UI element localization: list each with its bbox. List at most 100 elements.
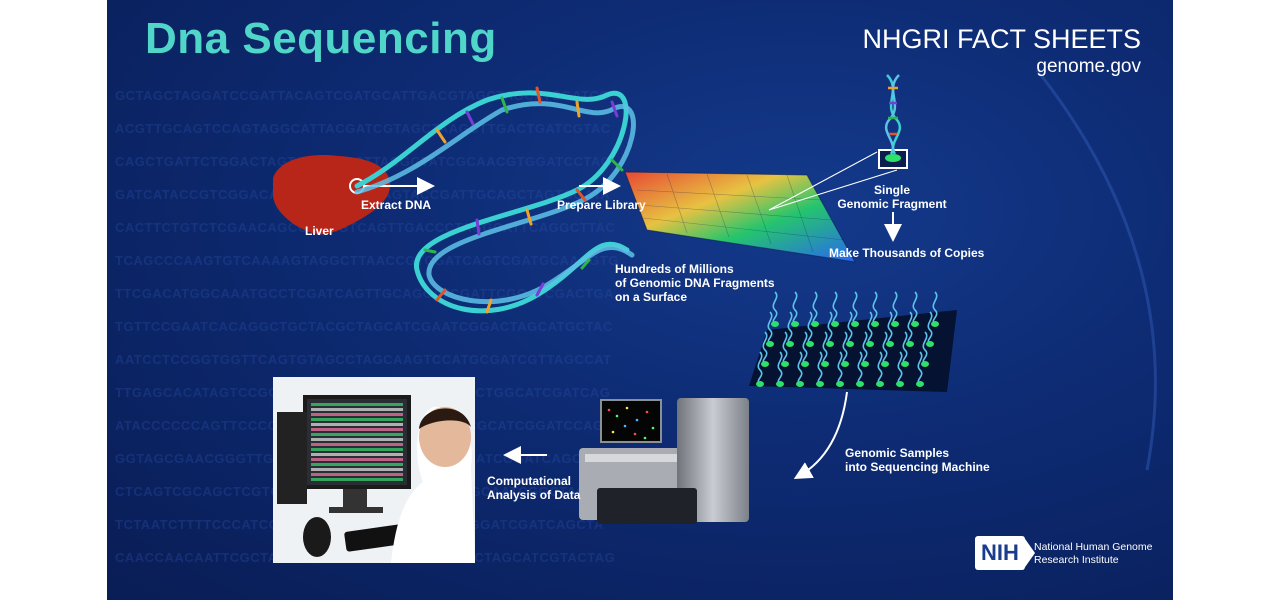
cluster-strand <box>782 331 788 365</box>
cluster-strand <box>817 351 823 385</box>
screen-row <box>311 443 403 446</box>
screen-row <box>311 463 403 466</box>
cluster-bead <box>886 341 894 347</box>
cluster-strand <box>912 291 918 325</box>
cluster-bead <box>841 361 849 367</box>
cluster-bead <box>776 381 784 387</box>
cluster-strand <box>877 351 883 385</box>
cluster-bead <box>921 361 929 367</box>
cluster-bead <box>791 321 799 327</box>
cluster-bead <box>851 321 859 327</box>
label-genomic-samples: Genomic Samples into Sequencing Machine <box>845 446 990 474</box>
cluster-bead <box>901 361 909 367</box>
cluster-bead <box>761 361 769 367</box>
background-sequence-line: AATCCTCCGGTGGTTCAGTGTAGCCTAGCAAGTCCATGCG… <box>115 352 612 367</box>
cluster-strand <box>922 331 928 365</box>
background-sequence-line: TGTTCCGAATCACAGGCTGCTACGCTAGCATCGAATCGGA… <box>115 319 613 334</box>
cluster-bead <box>856 381 864 387</box>
label-prepare-library: Prepare Library <box>557 198 646 212</box>
researcher-illustration <box>273 377 475 563</box>
label-fragments-line-2: of Genomic DNA Fragments <box>615 276 775 290</box>
org-name-line-2: Research Institute <box>1034 554 1119 566</box>
cluster-bead <box>821 361 829 367</box>
cluster-strand <box>857 351 863 385</box>
label-single-fragment: Single Genomic Fragment <box>827 183 957 211</box>
cluster-bead <box>781 361 789 367</box>
cluster-bead <box>896 381 904 387</box>
screen-row <box>311 408 403 411</box>
label-extract-dna: Extract DNA <box>361 198 432 212</box>
cluster-strand <box>907 311 913 345</box>
cluster-bead <box>826 341 834 347</box>
label-analysis-line-1: Computational <box>487 474 571 488</box>
label-fragments-line-3: on a Surface <box>615 290 688 304</box>
screen-row <box>311 458 403 461</box>
cluster-strand <box>837 351 843 385</box>
poster: GCTAGCTAGGATCCGATTACAGTCGATGCATTGACGTAGC… <box>107 0 1173 600</box>
cluster-strand <box>862 331 868 365</box>
cluster-bead <box>866 341 874 347</box>
cluster-strand <box>807 311 813 345</box>
dna-helix <box>354 86 636 314</box>
cluster-bead <box>786 341 794 347</box>
liver-illustration <box>273 154 391 235</box>
cluster-strand <box>792 291 798 325</box>
cluster-strand <box>902 331 908 365</box>
screen-row <box>311 438 403 441</box>
label-single-line-1: Single <box>873 183 910 197</box>
cluster-bead <box>831 321 839 327</box>
cluster-strand <box>812 291 818 325</box>
cluster-bead <box>756 381 764 387</box>
cluster-strand <box>787 311 793 345</box>
screen-row <box>311 428 403 431</box>
screen-row <box>311 433 403 436</box>
cluster-strand <box>932 291 938 325</box>
cluster-bead <box>816 381 824 387</box>
cluster-bead <box>846 341 854 347</box>
cluster-strand <box>762 331 768 365</box>
sequencing-machine <box>579 398 749 524</box>
screen-row <box>311 413 403 416</box>
cluster-strand <box>892 291 898 325</box>
cluster-strand <box>852 291 858 325</box>
label-fragments: Hundreds of Millions of Genomic DNA Frag… <box>615 262 775 304</box>
cluster-bead <box>916 381 924 387</box>
cluster-bead <box>806 341 814 347</box>
cluster-bead <box>891 321 899 327</box>
cluster-bead <box>911 321 919 327</box>
cluster-bead <box>906 341 914 347</box>
screen-row <box>311 418 403 421</box>
label-single-line-2: Genomic Fragment <box>837 197 947 211</box>
cluster-strand <box>767 311 773 345</box>
cluster-strand <box>917 351 923 385</box>
background-sequence-line: TCAGCCCAAGTGTCAAAAGTAGGCTTAACCGTCGATCAGT… <box>115 253 619 268</box>
screen-row <box>311 403 403 406</box>
label-samples-line-2: into Sequencing Machine <box>845 460 990 474</box>
cluster-strand <box>842 331 848 365</box>
cluster-bead <box>836 381 844 387</box>
cluster-strand <box>757 351 763 385</box>
background-sequence-line: ACGTTGCAGTCCAGTAGGCATTACGATCGTAGCTAAGCTT… <box>115 121 611 136</box>
cluster-bead <box>771 321 779 327</box>
decorative-arc <box>1035 69 1157 471</box>
cluster-strand <box>872 291 878 325</box>
cluster-bead <box>796 381 804 387</box>
screen-row <box>311 453 403 456</box>
cluster-strand <box>887 311 893 345</box>
cluster-strand <box>802 331 808 365</box>
cluster-strand <box>797 351 803 385</box>
screen-row <box>311 468 403 471</box>
cluster-bead <box>926 341 934 347</box>
background-sequence-line: TTCGACATGGCAAATGCCTCGATCAGTTGCAGCATCGATT… <box>115 286 614 301</box>
website-link[interactable]: genome.gov <box>1036 56 1141 77</box>
cluster-strand <box>897 351 903 385</box>
nih-logo-badge: NIH <box>975 536 1025 570</box>
cluster-strand <box>882 331 888 365</box>
cluster-strand <box>777 351 783 385</box>
cluster-strand <box>822 331 828 365</box>
org-name-line-1: National Human Genome <box>1034 541 1153 553</box>
dna-clusters <box>756 291 939 387</box>
cluster-strand <box>847 311 853 345</box>
label-analysis-line-2: Analysis of Data <box>487 488 581 502</box>
diagram-artwork <box>273 69 1157 524</box>
